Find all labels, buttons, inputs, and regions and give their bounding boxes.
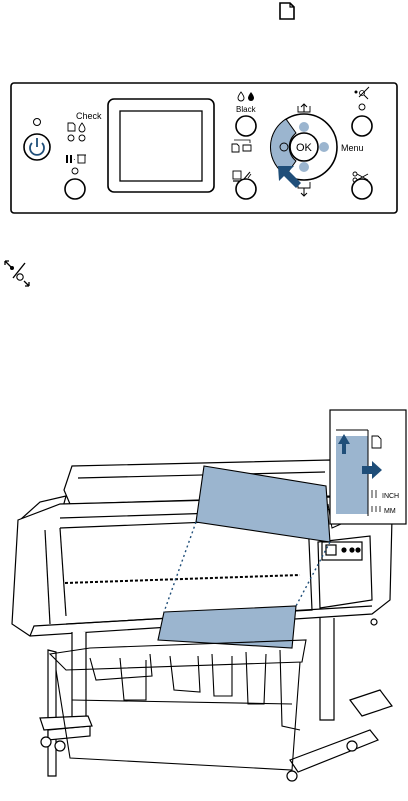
black-label: Black bbox=[236, 105, 257, 114]
paper-basket bbox=[50, 640, 306, 770]
paper-sheet-bottom bbox=[158, 606, 296, 648]
ok-button[interactable]: OK bbox=[290, 133, 318, 161]
check-label: Check bbox=[76, 111, 102, 121]
svg-text:·: · bbox=[73, 155, 76, 164]
inch-label: INCH bbox=[382, 493, 399, 500]
paper-release-icon bbox=[2, 258, 32, 288]
mm-label: MM bbox=[384, 508, 396, 515]
control-panel: Check · Black bbox=[10, 82, 398, 214]
lcd-screen bbox=[108, 99, 214, 192]
printer-illustration: INCH MM bbox=[0, 400, 408, 796]
right-button[interactable] bbox=[319, 142, 329, 152]
paper-guide-callout: INCH MM bbox=[328, 410, 406, 528]
power-button[interactable] bbox=[24, 134, 50, 160]
menu-label: Menu bbox=[341, 143, 364, 153]
paper-release-button[interactable] bbox=[352, 116, 372, 136]
pause-cancel-button[interactable] bbox=[65, 179, 85, 199]
black-ink-button[interactable] bbox=[236, 116, 256, 136]
up-button[interactable] bbox=[299, 122, 309, 132]
down-button[interactable] bbox=[299, 162, 309, 172]
ok-label: OK bbox=[296, 142, 313, 154]
cutter-button[interactable] bbox=[352, 179, 372, 199]
paper-feed-button[interactable] bbox=[236, 179, 256, 199]
paper-sheet-icon bbox=[277, 0, 297, 22]
